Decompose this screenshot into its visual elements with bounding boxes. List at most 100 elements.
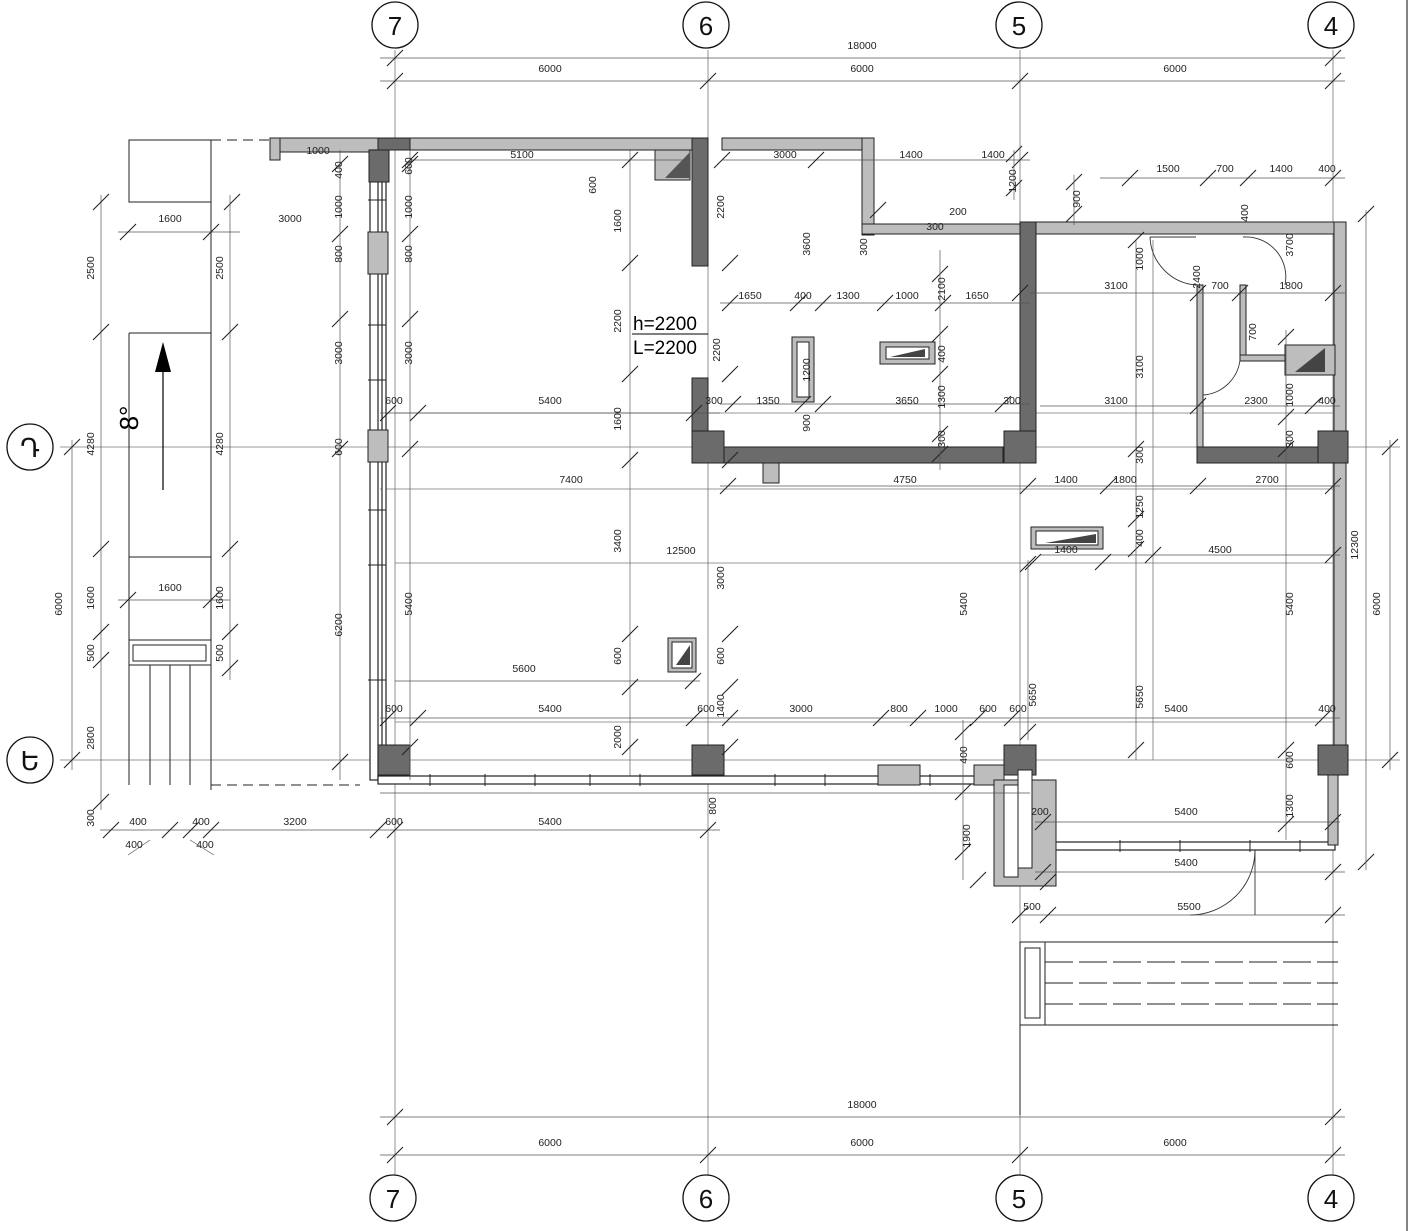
svg-text:300: 300 <box>1003 395 1021 407</box>
svg-text:3100: 3100 <box>1134 355 1146 379</box>
svg-text:2200: 2200 <box>612 309 624 333</box>
svg-text:7: 7 <box>388 11 402 41</box>
svg-text:5400: 5400 <box>1174 857 1198 869</box>
dim-v-500-a: 500 <box>85 644 97 662</box>
svg-text:7: 7 <box>386 1184 400 1214</box>
svg-text:400: 400 <box>1318 703 1336 715</box>
svg-text:600: 600 <box>403 157 415 175</box>
svg-text:3650: 3650 <box>895 395 919 407</box>
svg-text:1000: 1000 <box>1284 383 1296 407</box>
svg-text:2000: 2000 <box>612 725 624 749</box>
svg-text:600: 600 <box>385 395 403 407</box>
dim-bay-top-2: 6000 <box>850 63 874 75</box>
svg-text:1600: 1600 <box>612 407 624 431</box>
svg-text:5: 5 <box>1012 1184 1026 1214</box>
svg-text:1800: 1800 <box>1113 474 1137 486</box>
svg-text:3100: 3100 <box>1104 280 1128 292</box>
svg-text:700: 700 <box>1247 323 1259 341</box>
svg-text:1000: 1000 <box>333 195 345 219</box>
svg-text:1500: 1500 <box>1156 163 1180 175</box>
walls <box>269 137 1349 887</box>
svg-text:5400: 5400 <box>403 592 415 616</box>
svg-text:800: 800 <box>707 797 719 815</box>
dim-bay-bottom-1: 6000 <box>538 1137 562 1149</box>
svg-text:2400: 2400 <box>1191 265 1203 289</box>
svg-text:3000: 3000 <box>333 341 345 365</box>
svg-text:600: 600 <box>333 438 345 456</box>
dimension-labels-horizontal: 1000 5100 3000 1400 1400 1500 700 1400 4… <box>306 145 1336 913</box>
svg-text:2700: 2700 <box>1255 474 1279 486</box>
dim-v-4280-b: 4280 <box>214 432 226 456</box>
svg-text:1400: 1400 <box>981 149 1005 161</box>
dimension-labels-vertical: 400 1000 800 3000 600 6200 600 1000 800 … <box>333 157 1383 848</box>
svg-text:2200: 2200 <box>715 195 727 219</box>
svg-text:1300: 1300 <box>936 385 948 409</box>
svg-text:600: 600 <box>697 703 715 715</box>
bottom-left-dimensions: 400 400 3200 600 5400 400 400 <box>100 816 720 856</box>
svg-text:300: 300 <box>1284 430 1296 448</box>
svg-text:300: 300 <box>936 430 948 448</box>
axis-bubble-6-bottom: 6 <box>682 1174 730 1222</box>
svg-text:3700: 3700 <box>1284 233 1296 257</box>
ramp-direction-arrow-icon <box>155 342 171 372</box>
svg-text:5500: 5500 <box>1177 901 1201 913</box>
dim-overall-top: 18000 <box>847 40 876 52</box>
axis-bubble-7-bottom: 7 <box>369 1174 417 1222</box>
svg-text:1350: 1350 <box>756 395 780 407</box>
svg-text:3000: 3000 <box>403 341 415 365</box>
svg-text:400: 400 <box>794 290 812 302</box>
top-dimension-chain: 18000 6000 6000 6000 <box>380 40 1345 90</box>
svg-text:12300: 12300 <box>1349 530 1361 559</box>
svg-text:200: 200 <box>1031 806 1049 818</box>
svg-text:2200: 2200 <box>711 338 723 362</box>
svg-text:4: 4 <box>1324 11 1338 41</box>
dim-1600-bottom: 1600 <box>158 582 182 594</box>
svg-text:600: 600 <box>385 816 403 828</box>
dim-bay-top-1: 6000 <box>538 63 562 75</box>
svg-text:6: 6 <box>699 1184 713 1214</box>
svg-text:600: 600 <box>612 647 624 665</box>
svg-text:4: 4 <box>1324 1184 1338 1214</box>
svg-text:3000: 3000 <box>789 703 813 715</box>
doors <box>1149 236 1287 916</box>
svg-text:600: 600 <box>1284 751 1296 769</box>
svg-text:3000: 3000 <box>715 566 727 590</box>
svg-text:1650: 1650 <box>965 290 989 302</box>
svg-text:900: 900 <box>801 414 813 432</box>
dim-v-1600-b: 1600 <box>214 586 226 610</box>
svg-text:3100: 3100 <box>1104 395 1128 407</box>
svg-text:Դ: Դ <box>20 433 40 463</box>
svg-text:400: 400 <box>129 816 147 828</box>
svg-text:1250: 1250 <box>1134 495 1146 519</box>
svg-text:400: 400 <box>196 839 214 851</box>
svg-text:400: 400 <box>1318 395 1336 407</box>
svg-text:1000: 1000 <box>306 145 330 157</box>
dim-bay-bottom-2: 6000 <box>850 1137 874 1149</box>
ramp-slope-label: 8° <box>114 406 144 431</box>
svg-text:800: 800 <box>333 245 345 263</box>
svg-text:6: 6 <box>699 11 713 41</box>
svg-text:3400: 3400 <box>612 529 624 553</box>
svg-text:5650: 5650 <box>1134 685 1146 709</box>
dim-bay-top-3: 6000 <box>1163 63 1187 75</box>
svg-text:3000: 3000 <box>773 149 797 161</box>
axis-bubble-6-top: 6 <box>682 1 730 49</box>
axis-bubble-5-top: 5 <box>995 1 1043 49</box>
svg-text:5400: 5400 <box>958 592 970 616</box>
note-length: L=2200 <box>633 338 697 359</box>
svg-text:800: 800 <box>890 703 908 715</box>
vertical-dim-lines <box>339 150 1391 880</box>
svg-text:1200: 1200 <box>1007 169 1019 193</box>
svg-text:400: 400 <box>936 345 948 363</box>
svg-text:1900: 1900 <box>961 824 973 848</box>
svg-text:2100: 2100 <box>936 277 948 301</box>
svg-text:1000: 1000 <box>403 195 415 219</box>
svg-text:5100: 5100 <box>510 149 534 161</box>
svg-text:700: 700 <box>1211 280 1229 292</box>
svg-text:5400: 5400 <box>538 816 562 828</box>
svg-text:12500: 12500 <box>666 545 695 557</box>
dim-v-6000-a: 6000 <box>53 592 65 616</box>
svg-text:5650: 5650 <box>1027 683 1039 707</box>
svg-text:400: 400 <box>125 839 143 851</box>
